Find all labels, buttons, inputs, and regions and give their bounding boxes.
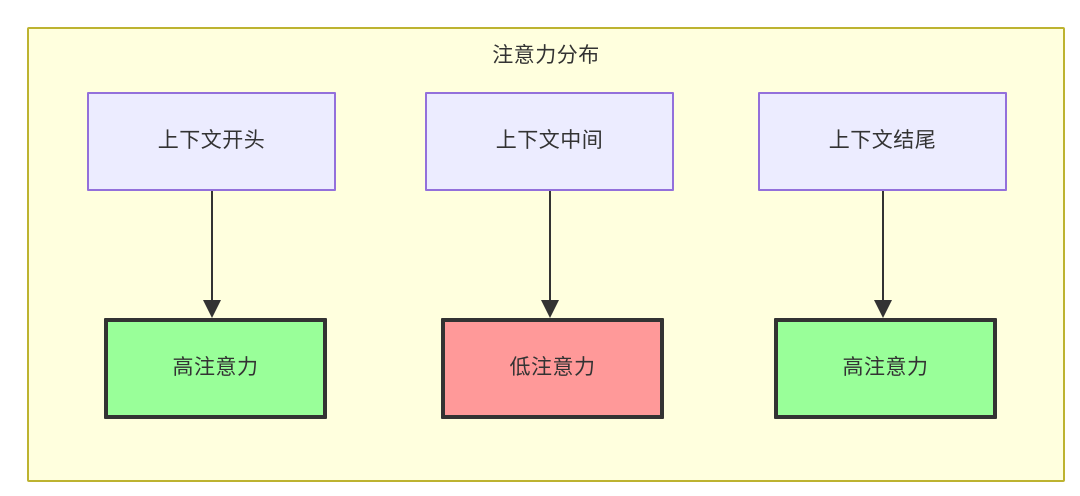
node-context-middle[interactable]: 上下文中间: [425, 92, 674, 191]
node-attention-high-start-label: 高注意力: [172, 356, 259, 380]
node-context-start[interactable]: 上下文开头: [87, 92, 336, 191]
node-attention-high-end[interactable]: 高注意力: [774, 318, 997, 419]
node-attention-high-start[interactable]: 高注意力: [104, 318, 327, 419]
node-context-start-label: 上下文开头: [157, 129, 266, 153]
node-context-middle-label: 上下文中间: [495, 129, 604, 153]
node-attention-high-end-label: 高注意力: [842, 356, 929, 380]
node-attention-low-middle-label: 低注意力: [509, 356, 596, 380]
node-context-end[interactable]: 上下文结尾: [758, 92, 1007, 191]
node-context-end-label: 上下文结尾: [828, 129, 937, 153]
cluster-title: 注意力分布: [492, 44, 600, 67]
node-attention-low-middle[interactable]: 低注意力: [441, 318, 664, 419]
